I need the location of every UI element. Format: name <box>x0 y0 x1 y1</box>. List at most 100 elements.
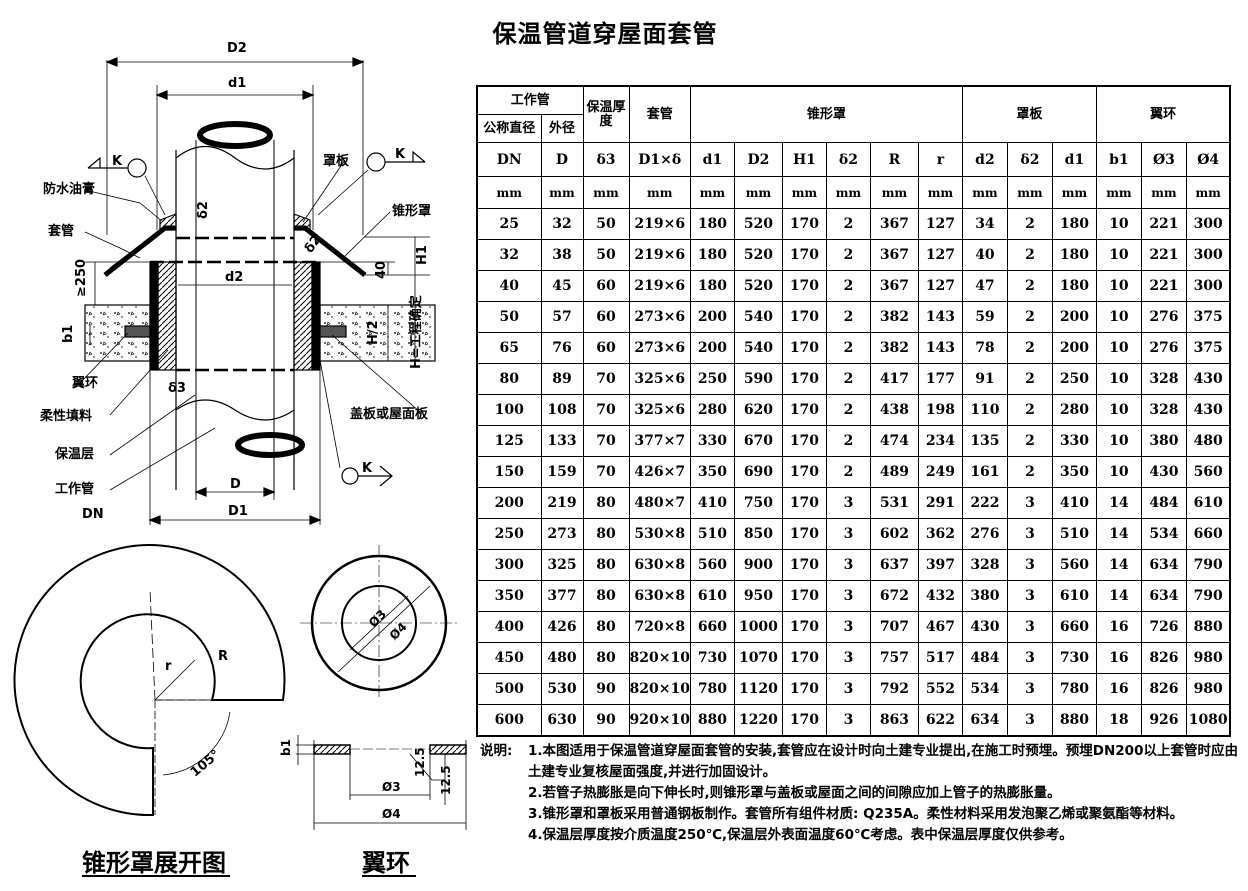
table-cell: 780 <box>1051 673 1097 705</box>
label-sleeve: 套管 <box>47 223 74 239</box>
unit-cell: mm <box>628 176 691 209</box>
table-cell: 219×6 <box>628 208 691 240</box>
table-cell: 480×7 <box>628 487 691 519</box>
unit-cell: mm <box>689 176 735 209</box>
label-delta2: δ2 <box>196 201 211 219</box>
symbol-cell: δ2 <box>1006 142 1053 177</box>
table-cell: 450 <box>476 642 542 674</box>
table-cell: 80 <box>582 642 630 674</box>
table-cell: 70 <box>582 425 630 457</box>
table-cell: 14 <box>1095 549 1142 581</box>
table-cell: 2 <box>1006 208 1053 240</box>
table-cell: 280 <box>1051 394 1097 426</box>
unit-cell: mm <box>582 176 630 209</box>
table-cell: 531 <box>869 487 919 519</box>
label-phi3: Ø3 <box>366 607 389 630</box>
table-cell: 18 <box>1095 704 1142 737</box>
table-cell: 3 <box>825 487 871 519</box>
table-cell: 3 <box>825 642 871 674</box>
table-cell: 660 <box>689 611 735 643</box>
notes-label: 说明: <box>480 743 513 759</box>
table-cell: 430 <box>1185 363 1231 395</box>
table-cell: 219×6 <box>628 270 691 302</box>
table-cell: 100 <box>476 394 542 426</box>
table-cell: 127 <box>917 270 963 302</box>
header-outer: 外径 <box>540 114 584 143</box>
table-cell: 3 <box>825 580 871 612</box>
label-H1: H1 <box>415 245 430 265</box>
table-cell: 880 <box>1051 704 1097 737</box>
table-cell: 362 <box>917 518 963 550</box>
table-cell: 850 <box>733 518 783 550</box>
table-cell: 622 <box>917 704 963 737</box>
table-cell: 530 <box>540 673 584 705</box>
label-waterproof: 防水油膏 <box>43 181 95 197</box>
table-cell: 250 <box>476 518 542 550</box>
symbol-cell: δ2 <box>825 142 871 177</box>
table-cell: 159 <box>540 456 584 488</box>
table-cell: 328 <box>1140 394 1187 426</box>
table-cell: 45 <box>540 270 584 302</box>
label-insulation: 保温层 <box>54 446 94 462</box>
unit-cell: mm <box>781 176 827 209</box>
table-cell: 80 <box>582 518 630 550</box>
table-cell: 634 <box>961 704 1008 737</box>
table-cell: 3 <box>825 611 871 643</box>
header-nominal: 公称直径 <box>476 114 542 143</box>
table-cell: 300 <box>1185 270 1231 302</box>
table-cell: 560 <box>689 549 735 581</box>
table-cell: 517 <box>917 642 963 674</box>
table-cell: 417 <box>869 363 919 395</box>
table-cell: 32 <box>540 208 584 240</box>
table-cell: 38 <box>540 239 584 271</box>
table-cell: 426 <box>540 611 584 643</box>
table-cell: 80 <box>582 487 630 519</box>
table-cell: 219×6 <box>628 239 691 271</box>
table-cell: 10 <box>1095 332 1142 364</box>
label-d2: d2 <box>225 270 243 285</box>
table-cell: 880 <box>689 704 735 737</box>
page-title: 保温管道穿屋面套管 <box>492 20 718 48</box>
table-cell: 80 <box>582 611 630 643</box>
unit-cell: mm <box>1006 176 1053 209</box>
table-cell: 720×8 <box>628 611 691 643</box>
table-cell: 10 <box>1095 363 1142 395</box>
table-cell: 200 <box>689 332 735 364</box>
symbol-cell: D1×δ <box>628 142 691 177</box>
label-40: 40 <box>374 261 389 279</box>
cone-development <box>13 544 286 817</box>
table-cell: 534 <box>1140 518 1187 550</box>
table-cell: 1120 <box>733 673 783 705</box>
table-cell: 520 <box>733 208 783 240</box>
table-cell: 14 <box>1095 580 1142 612</box>
table-cell: 430 <box>1185 394 1231 426</box>
table-cell: 540 <box>733 332 783 364</box>
table-cell: 602 <box>869 518 919 550</box>
table-cell: 432 <box>917 580 963 612</box>
table-cell: 375 <box>1185 301 1231 333</box>
table-cell: 234 <box>917 425 963 457</box>
table-cell: 170 <box>781 239 827 271</box>
table-cell: 3 <box>1006 580 1053 612</box>
table-cell: 180 <box>1051 270 1097 302</box>
table-cell: 397 <box>917 549 963 581</box>
symbol-cell: DN <box>476 142 542 177</box>
table-cell: 70 <box>582 394 630 426</box>
table-cell: 180 <box>1051 208 1097 240</box>
table-cell: 32 <box>476 239 542 271</box>
unit-cell: mm <box>733 176 783 209</box>
section-view <box>79 57 436 525</box>
unit-cell: mm <box>1095 176 1142 209</box>
unit-cell: mm <box>961 176 1008 209</box>
table-cell: 610 <box>1185 487 1231 519</box>
table-cell: 474 <box>869 425 919 457</box>
table-cell: 2 <box>1006 301 1053 333</box>
symbol-cell: H1 <box>781 142 827 177</box>
